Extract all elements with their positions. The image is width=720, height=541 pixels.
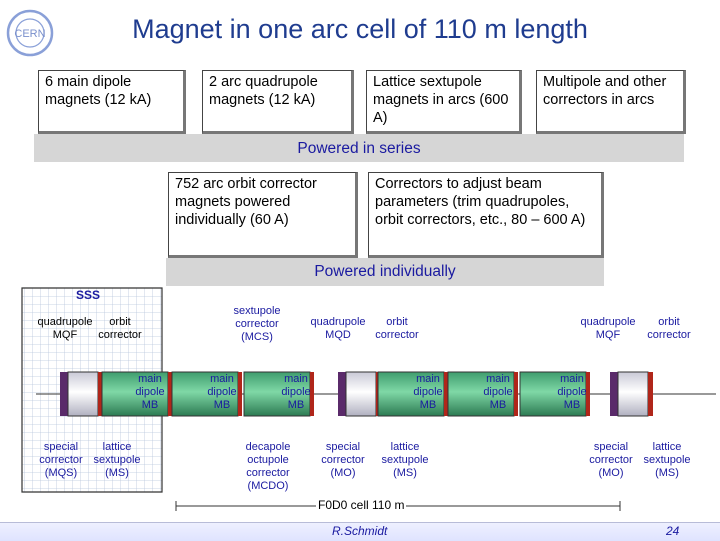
quad-mqf-right-orbit-corrector [648, 372, 653, 416]
band-powered-individually: Powered individually [166, 258, 604, 286]
quad-mqf-right [617, 371, 649, 417]
box-orbit-correctors: 752 arc orbit corrector magnets powered … [168, 172, 358, 258]
dipole-mb-6 [519, 371, 587, 417]
quad-mqf-left-orbit-corrector [98, 372, 103, 416]
dipole-mb-2 [171, 371, 239, 417]
band-powered-in-series: Powered in series [34, 134, 684, 162]
quad-mqd-mid-purple [338, 372, 346, 416]
footer-author: R.Schmidt [332, 524, 388, 538]
dipole-mb-4-corrector [444, 372, 448, 416]
sss-label: SSS [76, 288, 101, 302]
box-main-dipoles: 6 main dipole magnets (12 kA) [38, 70, 186, 134]
cell-length-label: F0D0 cell 110 m [316, 498, 407, 512]
dipole-mb-6-corrector [586, 372, 590, 416]
dipole-mb-5-corrector [514, 372, 518, 416]
dipole-mb-5 [447, 371, 515, 417]
dipole-mb-3 [243, 371, 311, 417]
slide-title: Magnet in one arc cell of 110 m length [132, 14, 588, 44]
footer-bar [0, 522, 720, 541]
cern-logo-icon: CERN [6, 9, 54, 57]
quad-mqf-left-purple [60, 372, 68, 416]
box-beam-correctors: Correctors to adjust beam parameters (tr… [368, 172, 604, 258]
cell-schematic [21, 287, 716, 511]
dipole-mb-1-corrector [168, 372, 172, 416]
dipole-mb-2-corrector [238, 372, 242, 416]
quad-mqd-mid [345, 371, 377, 417]
dipole-mb-3-corrector [310, 372, 314, 416]
box-multipole-correctors: Multipole and other correctors in arcs [536, 70, 686, 134]
box-arc-quadrupoles: 2 arc quadrupole magnets (12 kA) [202, 70, 354, 134]
dipole-mb-4 [377, 371, 445, 417]
quad-mqf-right-purple [610, 372, 618, 416]
quad-mqf-left [67, 371, 99, 417]
box-lattice-sextupoles: Lattice sextupole magnets in arcs (600 A… [366, 70, 522, 134]
footer-page-number: 24 [666, 524, 680, 538]
cern-logo-text: CERN [14, 28, 45, 40]
